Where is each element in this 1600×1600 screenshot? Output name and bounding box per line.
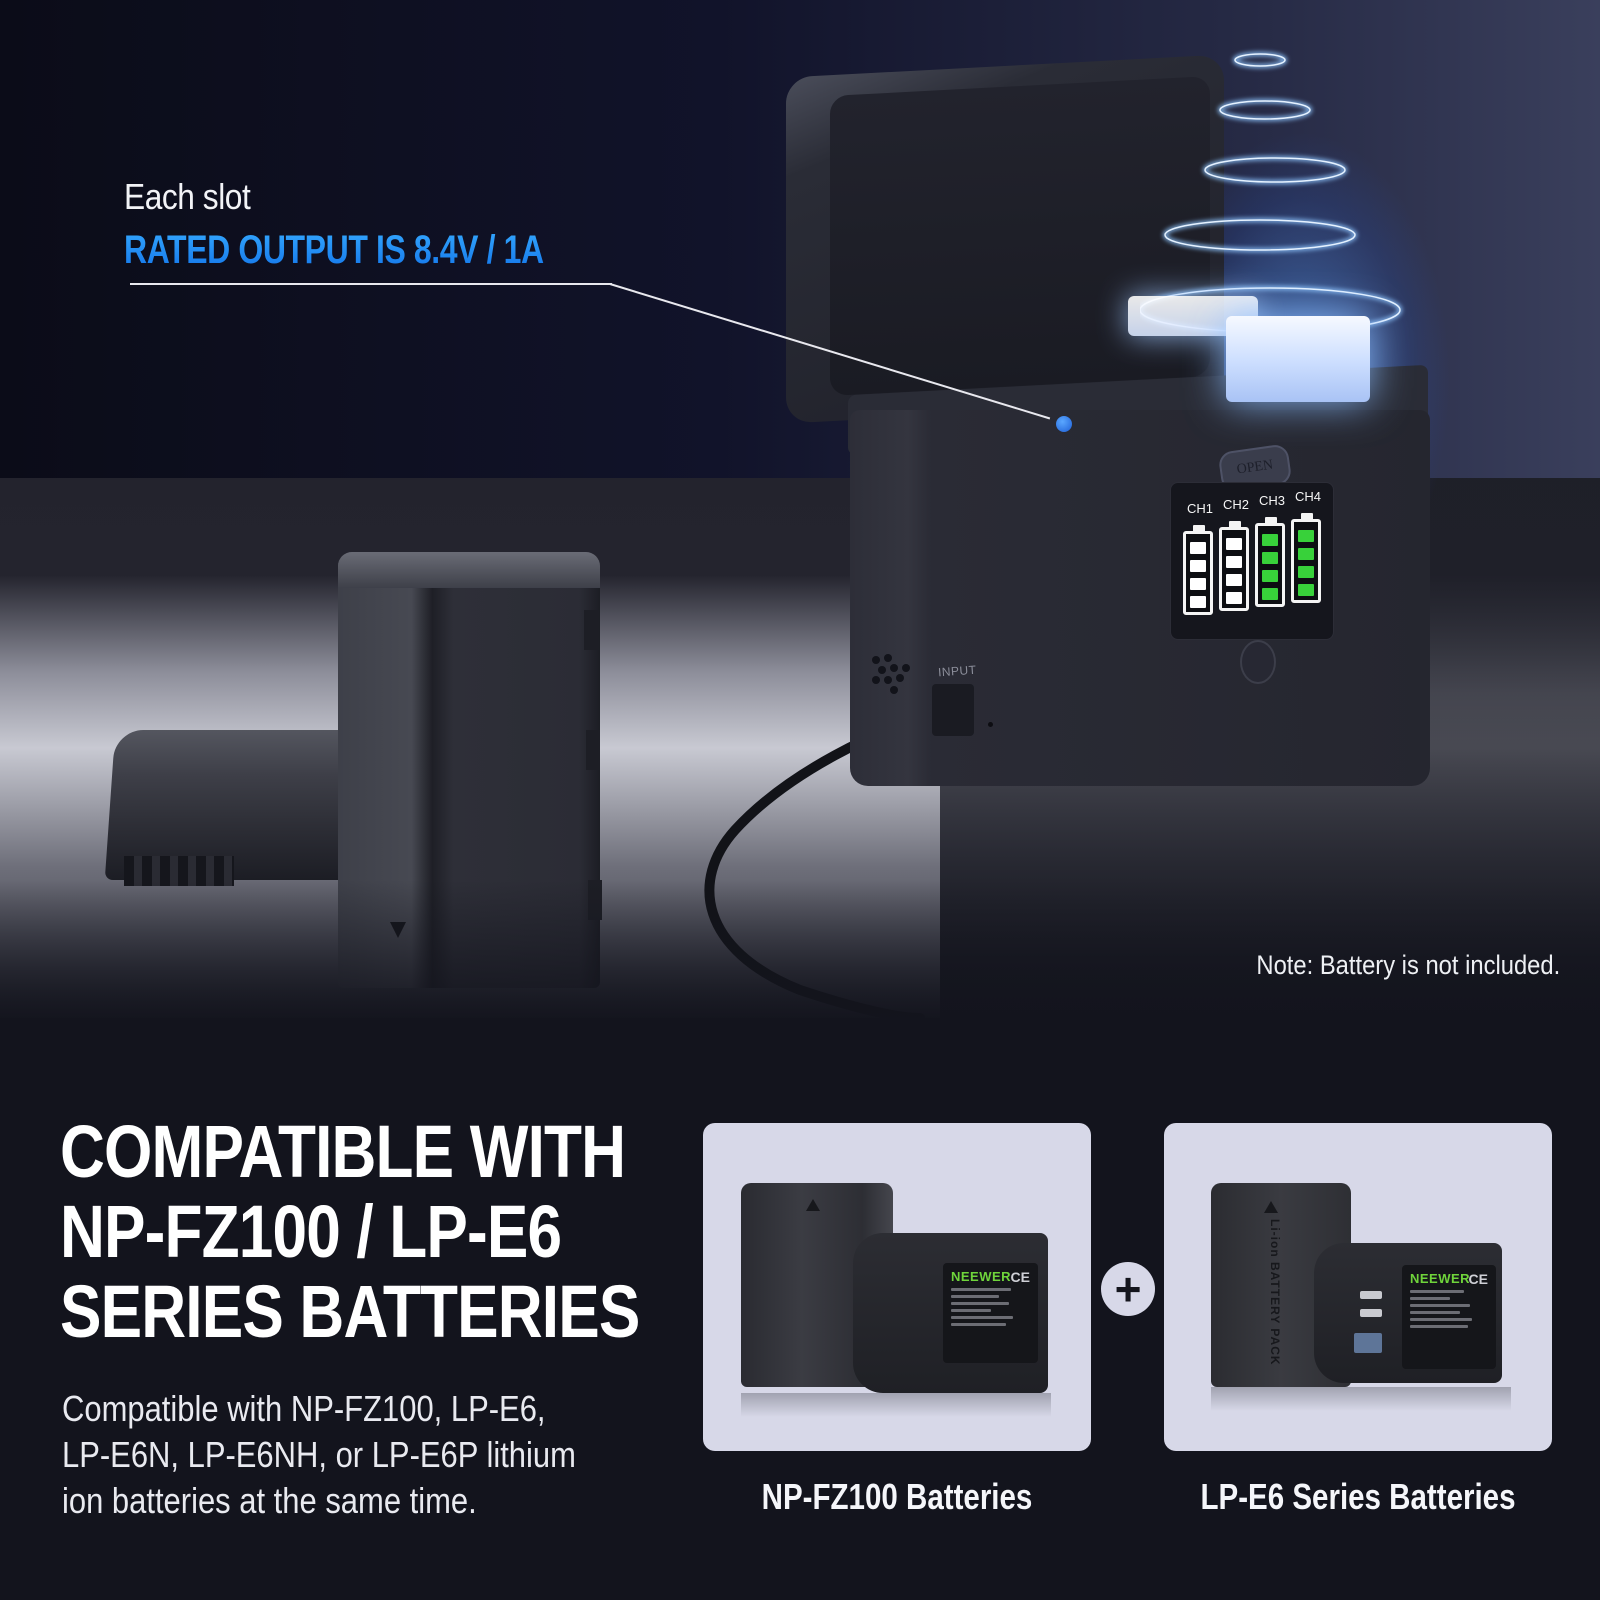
headline-line: SERIES BATTERIES — [60, 1270, 640, 1353]
description-line: LP-E6N, LP-E6NH, or LP-E6P lithium — [62, 1434, 576, 1475]
battery-level-icon — [1183, 525, 1213, 615]
hero-product-image: OPEN CH1 CH2 CH3 — [0, 0, 1600, 1018]
channel-label: CH3 — [1258, 493, 1285, 508]
battery-level-icon — [1255, 517, 1285, 607]
callout-leader-line — [130, 283, 612, 285]
battery-level-icon — [1291, 513, 1321, 603]
compatibility-headline: COMPATIBLE WITH NP-FZ100 / LP-E6 SERIES … — [60, 1110, 640, 1353]
headline-line: NP-FZ100 / LP-E6 — [60, 1190, 562, 1273]
battery-contact — [1360, 1291, 1382, 1299]
battery-contact — [1360, 1309, 1382, 1317]
np-fz100-battery-card: NEEWER CE — [703, 1123, 1091, 1451]
neewer-logo: NEEWER — [951, 1269, 1012, 1284]
ce-mark-icon: CE — [1010, 1269, 1030, 1285]
ce-mark-icon: CE — [1468, 1271, 1488, 1287]
status-led — [988, 722, 993, 727]
battery-level-icon — [1219, 521, 1249, 611]
insert-direction-arrow-icon — [1264, 1201, 1278, 1213]
battery-label: NEEWER CE — [943, 1263, 1038, 1363]
neewer-logo: NEEWER — [1410, 1271, 1471, 1286]
reflection — [1211, 1387, 1511, 1411]
description-line: Compatible with NP-FZ100, LP-E6, — [62, 1388, 546, 1429]
np-fz100-caption: NP-FZ100 Batteries — [761, 1476, 1033, 1517]
battery-not-included-note: Note: Battery is not included. — [1256, 950, 1560, 980]
open-button-label: OPEN — [1235, 457, 1275, 478]
usb-c-input-port[interactable] — [932, 684, 974, 736]
insert-direction-arrow-icon — [806, 1199, 820, 1211]
lp-e6-caption: LP-E6 Series Batteries — [1200, 1476, 1516, 1517]
input-port-label: INPUT — [937, 662, 977, 680]
section-fade — [0, 880, 1600, 1018]
battery-notch — [586, 730, 600, 770]
plus-icon: + — [1101, 1262, 1155, 1316]
lp-e6-battery-card: Li-ion BATTERY PACK NEEWER CE — [1164, 1123, 1552, 1451]
battery-contact — [1354, 1333, 1382, 1353]
battery-notch — [584, 610, 598, 650]
rated-output-spec: RATED OUTPUT IS 8.4V / 1A — [124, 228, 544, 272]
compatibility-description: Compatible with NP-FZ100, LP-E6, LP-E6N,… — [62, 1386, 576, 1524]
battery-top-face — [338, 552, 600, 588]
channel-label: CH1 — [1186, 501, 1213, 516]
power-button[interactable] — [1240, 640, 1276, 684]
reflection — [741, 1393, 1051, 1417]
battery-label: NEEWER CE — [1402, 1265, 1496, 1369]
callout-label: Each slot — [124, 176, 251, 217]
speaker-vent-icon — [870, 652, 920, 696]
glowing-battery-front — [1226, 316, 1370, 402]
battery-side-text: Li-ion BATTERY PACK — [1268, 1219, 1282, 1366]
charge-status-display: CH1 CH2 CH3 — [1170, 482, 1334, 640]
channel-label: CH4 — [1294, 489, 1321, 504]
description-line: ion batteries at the same time. — [62, 1480, 477, 1521]
callout-target-dot — [1056, 416, 1072, 432]
channel-label: CH2 — [1222, 497, 1249, 512]
headline-line: COMPATIBLE WITH — [60, 1110, 626, 1193]
